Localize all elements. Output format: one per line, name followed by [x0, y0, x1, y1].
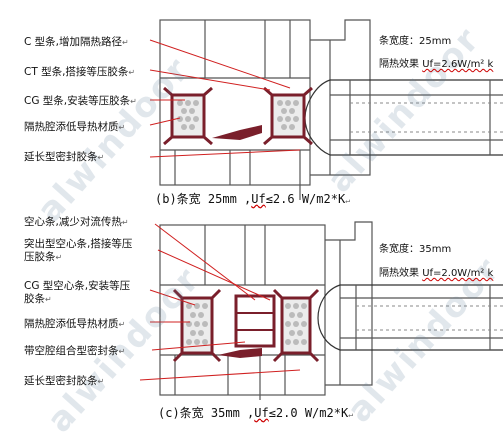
spec-c-effect: 隔热效果 Uf=2.0W/m² k [379, 264, 493, 279]
label-c-cg-strip-2: 胶条↵ [24, 293, 52, 306]
pointer-b-1 [149, 39, 291, 89]
spec-c-width: 条宽度：35mm [379, 244, 452, 255]
pointer-c-6 [139, 369, 301, 381]
caption-b-prefix: (b)条宽 25mm , [155, 192, 252, 206]
label-text: 隔热腔添低导热材质 [24, 318, 119, 330]
label-text: CT 型条,搭接等压胶条 [24, 66, 129, 78]
caption-b-suffix: ≤2.6 W/m2*K [265, 192, 346, 206]
label-b-cg-strip: CG 型条,安装等压胶条↵ [24, 95, 137, 108]
label-text: 带空腔组合型密封条 [24, 345, 119, 357]
return-arrow-icon: ↵ [97, 153, 105, 162]
label-c-insulation: 隔热腔添低导热材质↵ [24, 318, 125, 331]
return-arrow-icon: ↵ [128, 68, 136, 77]
insulation-core-c-right [280, 296, 312, 355]
pointer-b-2 [149, 69, 271, 91]
return-arrow-icon: ↵ [97, 377, 105, 386]
caption-c-uf: Uf [254, 406, 269, 420]
spec-b-effect: 隔热效果 Uf=2.6W/m² k [379, 55, 493, 70]
spec-c-effect-label: 隔热效果 [379, 268, 419, 279]
label-text: CG 型条,安装等压胶条 [24, 95, 131, 107]
return-arrow-icon: ↵ [121, 218, 129, 227]
label-c-seal: 延长型密封胶条↵ [24, 375, 104, 388]
return-arrow-icon: ↵ [130, 97, 137, 106]
label-text: 胶条 [24, 293, 45, 305]
label-c-cg-strip: CG 型空心条,安装等压 [24, 280, 130, 293]
label-c-protruding-strip-2: 压胶条↵ [24, 251, 62, 264]
label-b-c-strip: C 型条,增加隔热路径↵ [24, 36, 129, 49]
return-arrow-icon: ↵ [348, 410, 354, 419]
hollow-strip-c [234, 294, 276, 348]
caption-b-uf: Uf [251, 192, 266, 206]
label-text: 隔热腔添低导热材质 [24, 121, 119, 133]
label-b-insulation: 隔热腔添低导热材质↵ [24, 121, 125, 134]
spec-c-uf: Uf=2.0W/m² k [422, 268, 494, 279]
caption-b: (b)条宽 25mm ,Uf≤2.6 W/m2*K↵ [155, 190, 350, 207]
gasket-strip-b [212, 125, 262, 140]
spec-b-uf: Uf=2.6W/m² k [422, 59, 494, 70]
label-text: C 型条,增加隔热路径 [24, 36, 123, 48]
sash-profile-c [325, 221, 373, 386]
label-b-ct-strip: CT 型条,搭接等压胶条↵ [24, 66, 135, 79]
return-arrow-icon: ↵ [122, 38, 129, 47]
label-text: 延长型密封胶条 [24, 375, 98, 387]
caption-c-suffix: ≤2.0 W/m2*K [268, 406, 349, 420]
label-c-protruding-strip: 突出型空心条,搭接等压 [24, 238, 132, 251]
return-arrow-icon: ↵ [45, 295, 52, 304]
spec-b-effect-label: 隔热效果 [379, 59, 419, 70]
spec-b-width: 条宽度：25mm [379, 36, 452, 47]
diagram-b-section [149, 19, 503, 200]
gasket-strip-c [218, 348, 262, 358]
label-text: 空心条,减少对流传热 [24, 216, 122, 228]
pointer-c-5 [151, 341, 246, 351]
label-text: CG 型空心条,安装等压 [24, 280, 131, 292]
frame-profile-b [159, 19, 311, 186]
label-text: 延长型密封胶条 [24, 151, 98, 163]
sash-profile-b [310, 19, 371, 176]
return-arrow-icon: ↵ [345, 196, 351, 205]
return-arrow-icon: ↵ [118, 123, 126, 132]
pointer-b-4 [149, 117, 181, 126]
label-b-seal: 延长型密封胶条↵ [24, 151, 104, 164]
label-c-hollow-strip: 空心条,减少对流传热↵ [24, 216, 129, 229]
return-arrow-icon: ↵ [118, 347, 126, 356]
caption-c: (c)条宽 35mm ,Uf≤2.0 W/m2*K↵ [158, 404, 353, 421]
label-c-combo-seal: 带空腔组合型密封条↵ [24, 345, 125, 358]
pointer-b-5 [149, 149, 301, 158]
label-text: 压胶条 [24, 251, 56, 263]
return-arrow-icon: ↵ [55, 253, 63, 262]
page: alwindoor alwindoor alwindoor alwindoor … [24, 19, 503, 441]
return-arrow-icon: ↵ [118, 320, 126, 329]
label-text: 突出型空心条,搭接等压 [24, 238, 133, 250]
caption-c-prefix: (c)条宽 35mm , [158, 406, 255, 420]
